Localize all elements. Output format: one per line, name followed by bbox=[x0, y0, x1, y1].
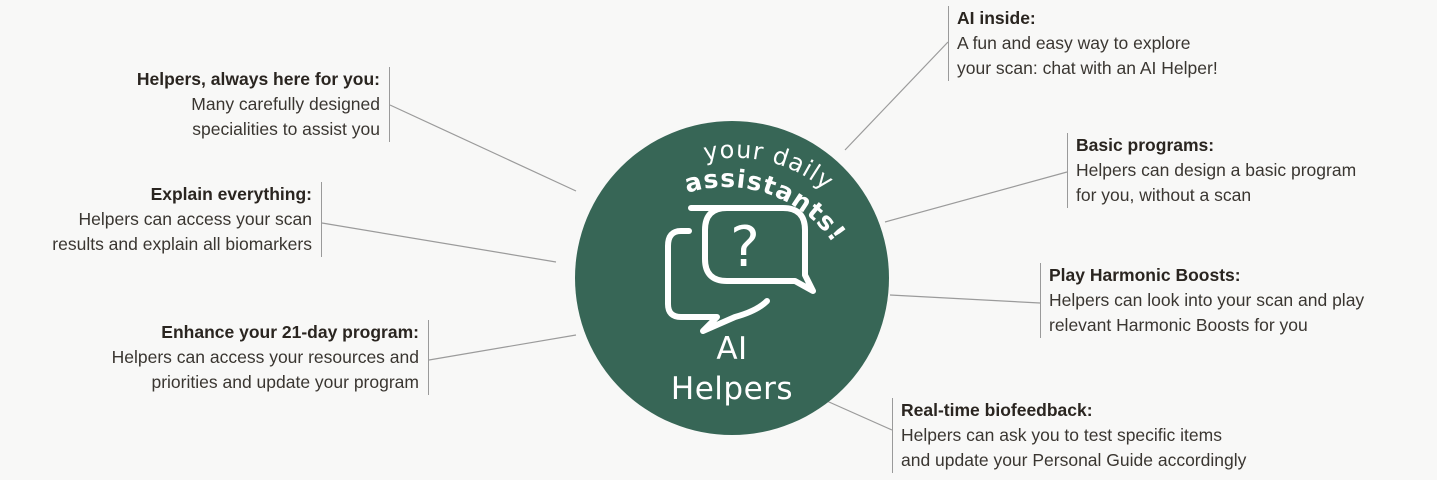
biofeedback-block: Real-time biofeedback: Helpers can ask y… bbox=[892, 398, 1246, 473]
helpers-here-block: Helpers, always here for you: Many caref… bbox=[137, 67, 390, 142]
helpers-here-heading: Helpers, always here for you: bbox=[136, 69, 380, 89]
enhance-program-text-line-2: priorities and update your program bbox=[151, 372, 419, 392]
question-mark-icon: ? bbox=[730, 215, 760, 280]
basic-programs-heading: Basic programs: bbox=[1076, 135, 1215, 155]
connector-helpers-here bbox=[389, 104, 577, 192]
hub-graphics: your daily assistants! ? bbox=[665, 136, 851, 334]
explain-everything-text-line-2: results and explain all biomarkers bbox=[52, 234, 312, 254]
basic-programs-block: Basic programs: Helpers can design a bas… bbox=[1067, 133, 1356, 208]
harmonic-boosts-heading: Play Harmonic Boosts: bbox=[1049, 265, 1241, 285]
connector-basic-programs bbox=[884, 171, 1068, 223]
connector-explain bbox=[321, 222, 557, 263]
enhance-program-block: Enhance your 21-day program: Helpers can… bbox=[112, 320, 429, 395]
enhance-program-text-line-1: Helpers can access your resources and bbox=[111, 347, 419, 367]
connector-biofeedback bbox=[819, 397, 893, 431]
chat-question-bubbles-icon bbox=[665, 205, 816, 334]
explain-everything-text-line-1: Helpers can access your scan bbox=[78, 209, 312, 229]
connector-enhance bbox=[428, 334, 577, 361]
ai-inside-text-line-1: A fun and easy way to explore bbox=[957, 33, 1191, 53]
ai-inside-block: AI inside: A fun and easy way to explore… bbox=[948, 6, 1218, 81]
explain-everything-block: Explain everything: Helpers can access y… bbox=[52, 182, 322, 257]
ai-inside-text-line-2: your scan: chat with an AI Helper! bbox=[957, 58, 1218, 78]
hub-title-line-1: AI bbox=[716, 331, 748, 367]
biofeedback-heading: Real-time biofeedback: bbox=[901, 400, 1093, 420]
basic-programs-text-line-2: for you, without a scan bbox=[1076, 185, 1252, 205]
helpers-here-text-line-1: Many carefully designed bbox=[191, 94, 380, 114]
connector-ai-inside bbox=[844, 41, 949, 151]
ai-inside-heading: AI inside: bbox=[957, 8, 1036, 28]
biofeedback-text-line-2: and update your Personal Guide according… bbox=[901, 450, 1247, 470]
connector-harmonic-boosts bbox=[889, 294, 1041, 304]
ai-helpers-hub: your daily assistants! ? AI Helpers bbox=[575, 121, 889, 435]
hub-title-line-2: Helpers bbox=[670, 371, 794, 407]
harmonic-boosts-block: Play Harmonic Boosts: Helpers can look i… bbox=[1040, 263, 1364, 338]
harmonic-boosts-text-line-2: relevant Harmonic Boosts for you bbox=[1049, 315, 1308, 335]
enhance-program-heading: Enhance your 21-day program: bbox=[161, 322, 419, 342]
basic-programs-text-line-1: Helpers can design a basic program bbox=[1076, 160, 1357, 180]
helpers-here-text-line-2: specialities to assist you bbox=[192, 119, 380, 139]
harmonic-boosts-text-line-1: Helpers can look into your scan and play bbox=[1049, 290, 1365, 310]
explain-everything-heading: Explain everything: bbox=[150, 184, 312, 204]
biofeedback-text-line-1: Helpers can ask you to test specific ite… bbox=[901, 425, 1222, 445]
